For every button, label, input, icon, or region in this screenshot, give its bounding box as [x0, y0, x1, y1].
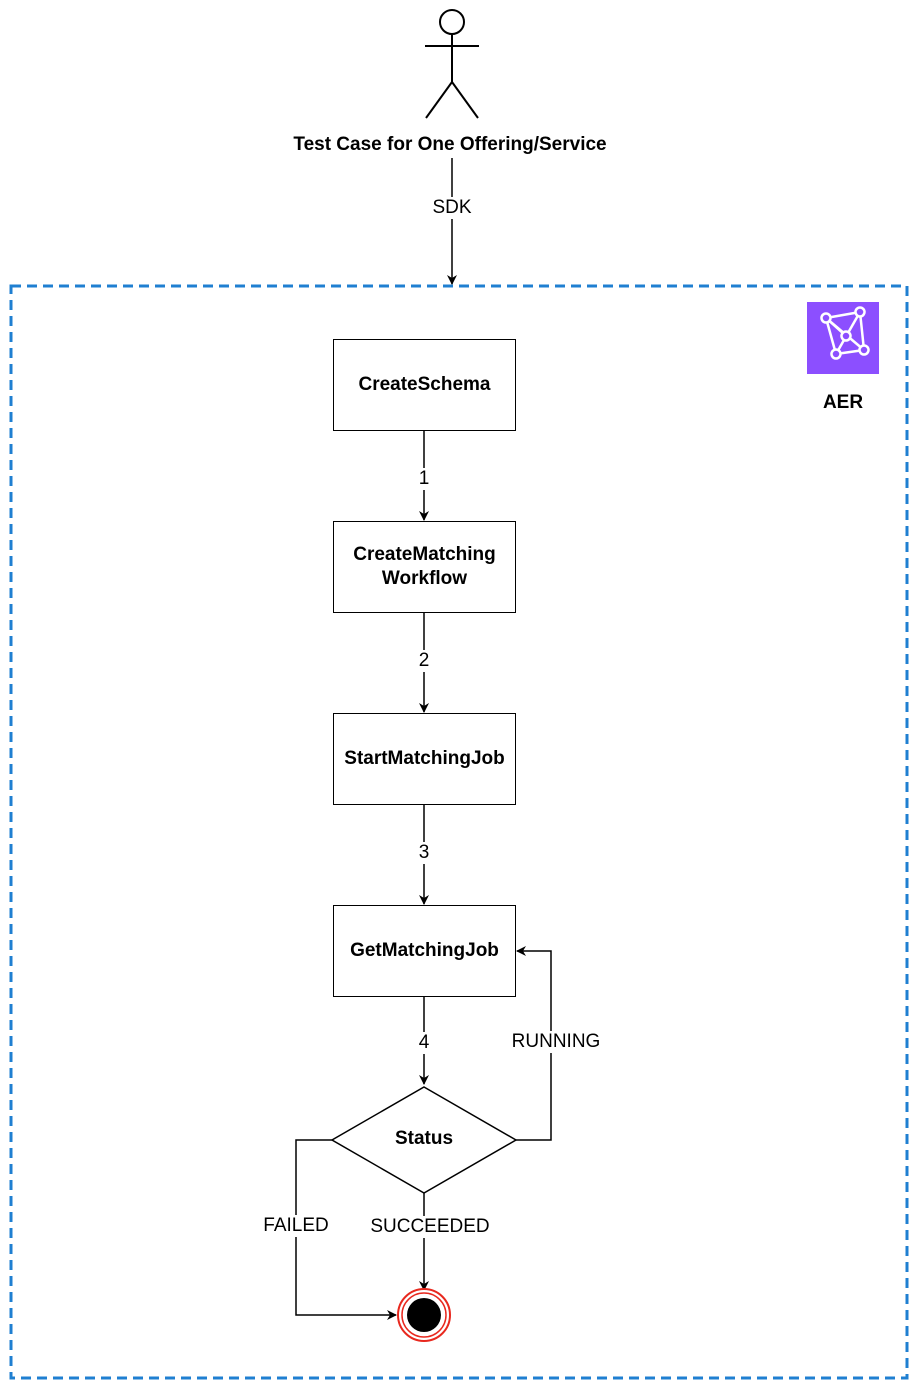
- service-label: AER: [822, 392, 864, 413]
- step-label: CreateSchema: [358, 374, 491, 395]
- stick-figure-icon: [425, 9, 479, 119]
- edge-label-4: 4: [416, 1032, 432, 1054]
- edge-label-1: 1: [416, 468, 432, 490]
- sdk-edge-label: SDK: [430, 197, 474, 219]
- aer-container: [9, 284, 909, 1380]
- step-label: GetMatchingJob: [350, 940, 499, 961]
- running-label: RUNNING: [509, 1031, 603, 1053]
- decision-label: Status: [394, 1128, 454, 1149]
- failed-label: FAILED: [261, 1215, 331, 1237]
- edge-label-3: 3: [416, 842, 432, 864]
- entity-resolution-icon: [807, 302, 879, 374]
- start-matching-job-step: StartMatchingJob: [333, 713, 516, 805]
- end-state-icon: [397, 1288, 451, 1342]
- get-matching-job-step: GetMatchingJob: [333, 905, 516, 997]
- actor-label: Test Case for One Offering/Service: [291, 134, 609, 156]
- edge-label-2: 2: [416, 650, 432, 672]
- create-matching-workflow-step: CreateMatching Workflow: [333, 521, 516, 613]
- succeeded-label: SUCCEEDED: [368, 1216, 492, 1238]
- create-schema-step: CreateSchema: [333, 339, 516, 431]
- step-label: StartMatchingJob: [344, 748, 505, 769]
- step-label: CreateMatching Workflow: [353, 544, 496, 589]
